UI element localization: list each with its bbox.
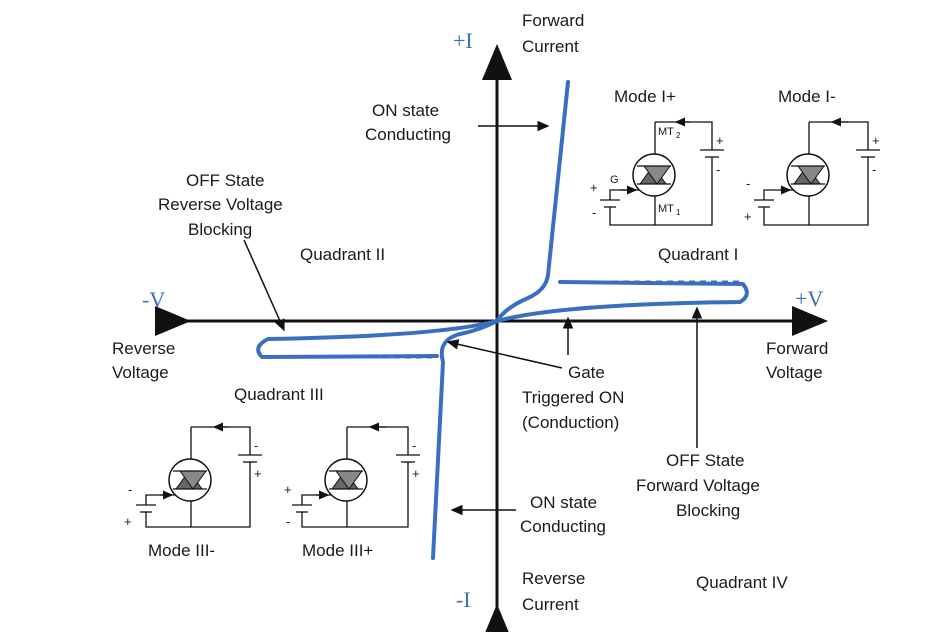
svg-text:+: + [284, 482, 292, 497]
reverse-current-label-1: Reverse [522, 569, 585, 588]
svg-text:+: + [590, 180, 598, 195]
plus-i-label: +I [453, 28, 473, 53]
off-reverse-3: Blocking [188, 220, 252, 239]
gate-label-2: Triggered ON [522, 388, 624, 407]
svg-text:-: - [746, 176, 750, 191]
svg-text:-: - [872, 162, 876, 177]
svg-text:+: + [744, 209, 752, 224]
on-state-top-1: ON state [372, 101, 439, 120]
svg-text:-: - [128, 482, 132, 497]
quadrant-iv-label: Quadrant IV [696, 573, 788, 592]
off-reverse-pointer [243, 239, 285, 332]
forward-current-label-2: Current [522, 37, 579, 56]
svg-text:-: - [286, 514, 290, 529]
on-state-bottom-2: Conducting [520, 517, 606, 536]
gate-label-1: Gate [568, 363, 605, 382]
svg-text:+: + [412, 466, 420, 481]
svg-text:2: 2 [676, 131, 681, 140]
off-reverse-2: Reverse Voltage [158, 195, 283, 214]
gate-pointer-2 [446, 339, 563, 369]
forward-current-label-1: Forward [522, 11, 584, 30]
mode-i-plus-label: Mode I+ [614, 87, 676, 106]
mode-i-plus-circuit: MT 2 MT 1 G + - + - [590, 117, 724, 226]
svg-text:-: - [592, 205, 596, 220]
off-forward-2: Forward Voltage [636, 476, 760, 495]
iv-curve-reverse [431, 319, 499, 560]
svg-text:MT: MT [658, 126, 674, 138]
svg-text:-: - [412, 438, 416, 453]
iv-curve-reverse-blocking [256, 319, 499, 359]
svg-text:-: - [716, 162, 720, 177]
svg-text:G: G [610, 174, 619, 186]
mode-iii-plus-circuit: - + + - [284, 422, 420, 529]
quadrant-i-label: Quadrant I [658, 245, 738, 264]
off-reverse-1: OFF State [186, 171, 264, 190]
forward-voltage-label-1: Forward [766, 339, 828, 358]
svg-text:+: + [254, 466, 262, 481]
off-forward-1: OFF State [666, 451, 744, 470]
off-forward-3: Blocking [676, 501, 740, 520]
quadrant-ii-label: Quadrant II [300, 245, 385, 264]
on-state-bottom-1: ON state [530, 493, 597, 512]
svg-text:+: + [872, 133, 880, 148]
gate-label-3: (Conduction) [522, 413, 619, 432]
minus-i-label: -I [456, 587, 471, 612]
reverse-voltage-label-2: Voltage [112, 363, 169, 382]
reverse-current-label-2: Current [522, 595, 579, 614]
mode-iii-minus-label: Mode III- [148, 541, 215, 560]
svg-text:MT: MT [658, 203, 674, 215]
mode-i-minus-circuit: + - - + [744, 117, 880, 226]
mode-iii-plus-label: Mode III+ [302, 541, 373, 560]
svg-text:+: + [716, 133, 724, 148]
svg-text:-: - [254, 438, 258, 453]
reverse-voltage-label-1: Reverse [112, 339, 175, 358]
mode-iii-minus-circuit: - + - + [124, 422, 262, 529]
forward-voltage-label-2: Voltage [766, 363, 823, 382]
iv-curve-forward [495, 80, 749, 323]
plus-v-label: +V [795, 286, 823, 311]
svg-text:+: + [124, 514, 132, 529]
svg-text:1: 1 [676, 208, 681, 217]
mode-i-minus-label: Mode I- [778, 87, 836, 106]
on-state-top-2: Conducting [365, 125, 451, 144]
quadrant-iii-label: Quadrant III [234, 385, 324, 404]
minus-v-label: -V [142, 287, 165, 312]
